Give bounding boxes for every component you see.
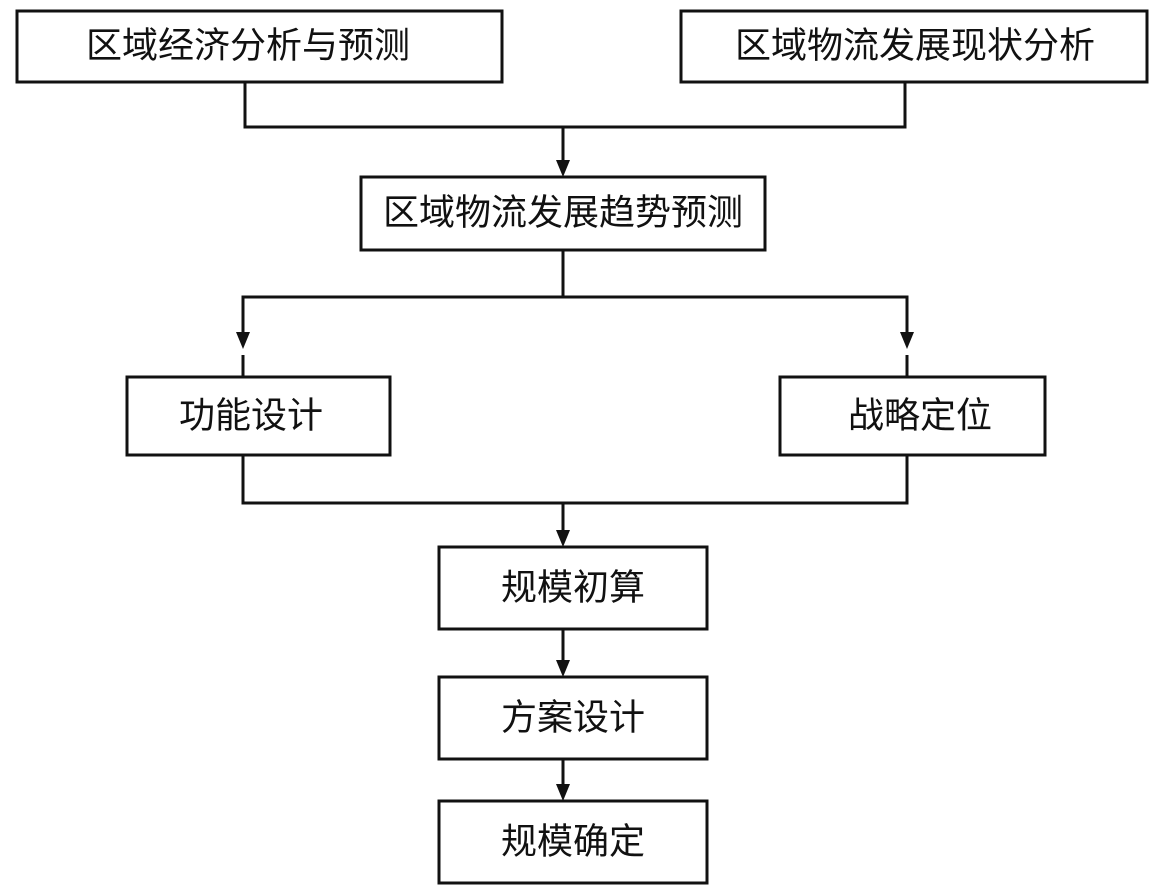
arrowhead-to-strategic-positioning: [900, 332, 914, 349]
arrowhead-to-trend: [556, 160, 570, 177]
scale-estimate-label: 规模初算: [501, 568, 645, 609]
scale-confirm-box: [437, 799, 709, 885]
scale-estimate-box: [437, 545, 709, 631]
arrowhead-to-scale-estimate: [556, 530, 570, 547]
merge-connector-middle: [241, 455, 909, 505]
function-design-label: 功能设计: [179, 396, 323, 437]
arrowhead-to-function-design: [236, 332, 250, 349]
logistics-status-label: 区域物流发展现状分析: [735, 26, 1095, 67]
strategic-positioning-box: [778, 375, 1047, 457]
arrowhead-to-plan-design: [556, 660, 570, 677]
arrowhead-to-scale-confirm: [556, 784, 570, 801]
regional-economy-box: [15, 9, 504, 84]
split-connector: [241, 295, 909, 341]
regional-economy-label: 区域经济分析与预测: [86, 26, 410, 67]
logistics-trend-label: 区域物流发展趋势预测: [383, 193, 743, 234]
scale-confirm-label: 规模确定: [501, 822, 645, 863]
strategic-positioning-label: 战略定位: [848, 396, 992, 437]
plan-design-box: [437, 675, 709, 761]
plan-design-label: 方案设计: [501, 698, 645, 739]
logistics-status-box: [679, 9, 1149, 84]
function-design-box: [125, 375, 392, 457]
merge-connector-top: [243, 82, 907, 129]
